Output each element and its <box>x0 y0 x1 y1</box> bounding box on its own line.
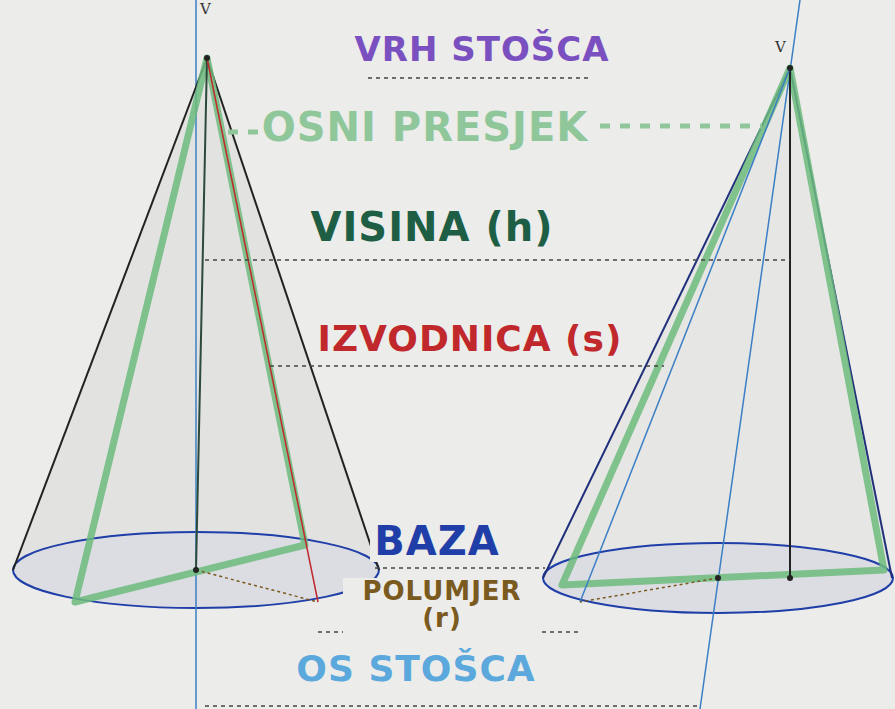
base-center <box>193 567 199 573</box>
apex-point <box>204 55 210 61</box>
part-name: BAZA <box>370 520 503 562</box>
cone-axis <box>700 0 800 709</box>
part-name: IZVODNICA (s) <box>314 320 627 358</box>
height-line <box>789 68 791 578</box>
part-name: VRH STOŠCA <box>350 32 613 68</box>
vertex-letter: V <box>771 40 791 56</box>
height-line <box>196 58 207 570</box>
base-center <box>715 575 721 581</box>
part-name: OSNI PRESJEK <box>258 106 593 148</box>
base-ellipse <box>543 543 893 613</box>
vertex-letter: V <box>196 2 216 18</box>
part-name: POLUMJER (r) <box>343 578 541 633</box>
height-foot <box>787 575 793 581</box>
radius-line <box>196 570 318 602</box>
cone-side <box>13 58 207 570</box>
radius-line <box>580 578 718 602</box>
part-name: VISINA (h) <box>307 206 558 248</box>
apex-point <box>787 65 793 71</box>
part-name: OS STOŠCA <box>292 650 539 688</box>
leader-lines <box>205 78 790 706</box>
